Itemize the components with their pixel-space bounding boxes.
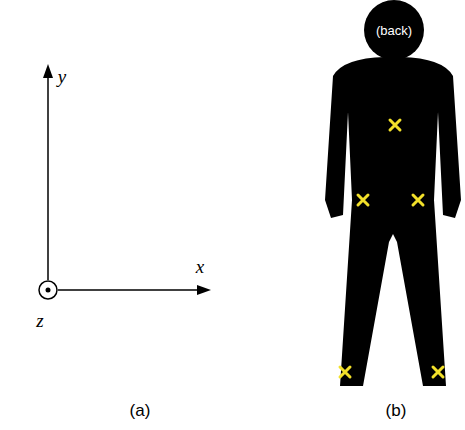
axis-label: x [196,257,204,276]
coordinate-axes [39,64,211,299]
sensor-mark [340,367,350,377]
sensor-mark [390,120,400,130]
panel-label: (a) [130,402,151,419]
z-axis-circle [39,281,57,299]
sensor-mark [413,195,423,205]
y-arrowhead [43,64,53,78]
y-axis [47,74,49,280]
axis-label: y [58,67,66,86]
view-label: (back) [376,24,412,37]
human-silhouette [325,50,461,386]
panel-label: (b) [386,402,407,419]
sensor-marks [340,120,443,377]
x-axis [58,289,200,291]
sensor-mark [433,367,443,377]
head-circle: (back) [364,0,424,60]
sensor-mark [358,195,368,205]
axis-label: z [36,311,43,330]
z-axis-dot [46,288,51,293]
x-arrowhead [197,285,211,295]
